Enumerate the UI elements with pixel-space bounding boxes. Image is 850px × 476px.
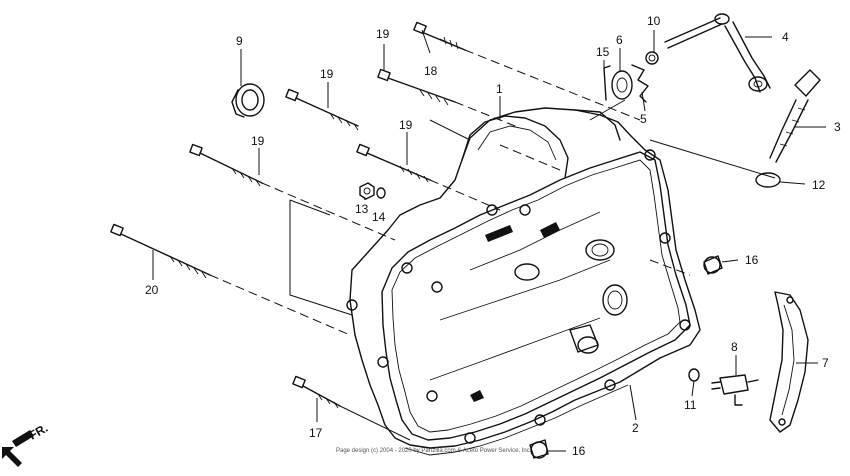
part-label-15: 15: [596, 45, 610, 59]
part-label-16a: 16: [745, 253, 759, 267]
callout-leaders: [152, 29, 826, 452]
bolt-19-top: [377, 68, 456, 106]
part-label-2: 2: [632, 421, 639, 435]
part-label-11: 11: [684, 398, 697, 412]
part-label-13: 13: [355, 202, 369, 216]
bolt-18: [413, 21, 466, 51]
spring-clip-group: [603, 51, 659, 103]
part-label-16b: 16: [572, 444, 586, 458]
part-label-10: 10: [647, 14, 661, 28]
front-direction-arrow: FR.: [2, 421, 50, 467]
part-label-8: 8: [731, 340, 738, 354]
neutral-switch: [711, 374, 759, 406]
front-arrow-icon: [2, 447, 22, 467]
part-label-5: 5: [640, 112, 647, 126]
bolt-19-lower: [189, 143, 263, 187]
o-ring: [755, 172, 781, 188]
dowel-pin-upper: [703, 255, 723, 275]
alignment-lines: [209, 49, 776, 441]
part-label-19b: 19: [320, 67, 334, 81]
part-label-19d: 19: [251, 134, 265, 148]
bolt-19-middle: [285, 88, 359, 131]
part-label-19c: 19: [399, 118, 413, 132]
part-label-6: 6: [616, 33, 623, 47]
crankcase-cover: [346, 107, 701, 449]
part-label-4: 4: [782, 30, 789, 44]
part-labels: 9 19 18 19 19 19 13 14 20 1 15 6 10 5 4 …: [145, 14, 841, 458]
part-label-7: 7: [822, 356, 829, 370]
copyright-text: Page design (c) 2004 - 2020 by Partzilla…: [336, 448, 532, 454]
part-label-3: 3: [834, 120, 841, 134]
bolt-19-right: [356, 143, 431, 183]
front-arrow-label: FR.: [27, 421, 51, 443]
part-label-17: 17: [309, 426, 323, 440]
bolt-17: [292, 375, 341, 409]
part-label-14: 14: [372, 210, 386, 224]
oil-dipstick: [769, 69, 821, 163]
part-label-20: 20: [145, 283, 159, 297]
chain-guide: [769, 291, 809, 433]
bolts: [110, 21, 466, 409]
part-label-19a: 19: [376, 27, 390, 41]
shift-lever: [664, 13, 771, 93]
oil-seal: [231, 83, 265, 118]
dowel-pin-lower: [529, 439, 549, 459]
part-label-18: 18: [424, 64, 438, 78]
bolt-20: [110, 223, 211, 279]
part-label-9: 9: [236, 34, 243, 48]
nut-and-washer: [359, 182, 386, 200]
part-label-1: 1: [496, 82, 503, 96]
gasket-outline: [404, 384, 629, 456]
sealing-washer: [688, 368, 700, 382]
part-label-12: 12: [812, 178, 826, 192]
